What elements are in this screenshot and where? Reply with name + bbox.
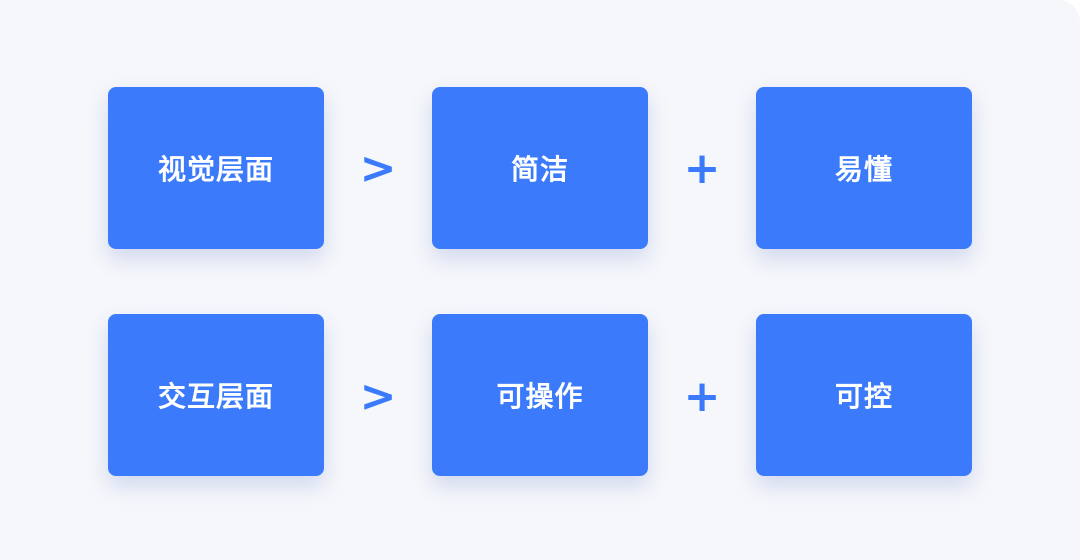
card-concise: 简洁 xyxy=(432,87,648,249)
card-easy-to-understand: 易懂 xyxy=(756,87,972,249)
card-visual-layer: 视觉层面 xyxy=(108,87,324,249)
card-label: 可控 xyxy=(834,380,893,413)
card-interaction-layer: 交互层面 xyxy=(108,314,324,476)
plus-symbol: + xyxy=(683,142,721,194)
card-label: 易懂 xyxy=(834,153,893,186)
card-label: 简洁 xyxy=(510,153,569,186)
plus-symbol: + xyxy=(683,370,721,422)
card-operable: 可操作 xyxy=(432,314,648,476)
card-label: 交互层面 xyxy=(157,380,274,413)
card-label: 可操作 xyxy=(496,380,584,413)
card-label: 视觉层面 xyxy=(157,153,274,186)
greater-than-symbol: > xyxy=(359,142,397,194)
card-controllable: 可控 xyxy=(756,314,972,476)
greater-than-symbol: > xyxy=(359,370,397,422)
